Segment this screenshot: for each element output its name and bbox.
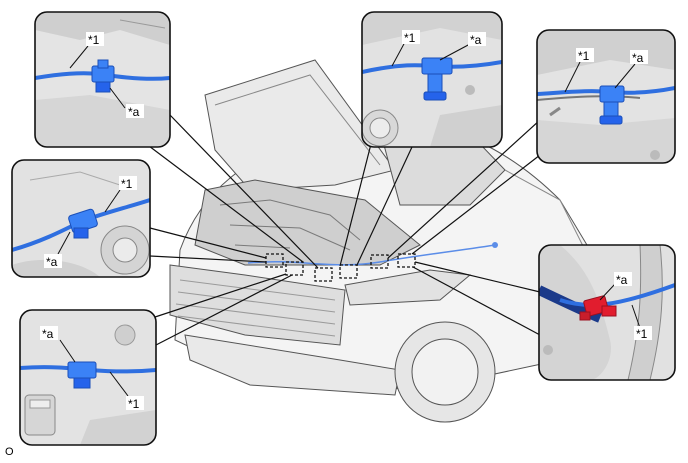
callout-top-center: *1 *a xyxy=(361,11,503,148)
callout-bottom-right: *a *1 xyxy=(538,244,676,381)
wire-label: *1 xyxy=(88,33,100,47)
leader-lines xyxy=(144,114,541,346)
callout-bottom-left: *a *1 xyxy=(19,309,157,446)
vehicle-grille xyxy=(169,264,346,346)
clamp-icon xyxy=(421,57,453,101)
clamp-icon xyxy=(68,208,98,239)
clamp-icon xyxy=(67,361,97,389)
clamp-label: *a xyxy=(632,51,644,65)
vehicle-hood xyxy=(204,59,396,191)
wire-label: *1 xyxy=(636,327,648,341)
clamp-label: *a xyxy=(470,33,482,47)
callout-top-right: *1 *a xyxy=(536,29,676,164)
vehicle-headlight xyxy=(344,269,472,306)
wire-label: *1 xyxy=(128,397,140,411)
callout-top-left: *1 *a xyxy=(34,11,171,148)
wire-label: *1 xyxy=(121,177,133,191)
wire-harness xyxy=(559,283,675,307)
figure-id: O xyxy=(5,446,14,458)
wire-label: *1 xyxy=(578,49,590,63)
clamp-icon xyxy=(579,295,617,321)
clamp-label: *a xyxy=(616,273,628,287)
clamp-icon xyxy=(599,85,625,125)
wire-label: *1 xyxy=(404,31,416,45)
clamp-icon xyxy=(91,59,115,93)
clamp-label: *a xyxy=(128,105,140,119)
engine-bay xyxy=(194,179,421,266)
callout-mid-left: *1 *a xyxy=(11,159,151,278)
clamp-label: *a xyxy=(42,327,54,341)
clamp-label: *a xyxy=(46,255,58,269)
